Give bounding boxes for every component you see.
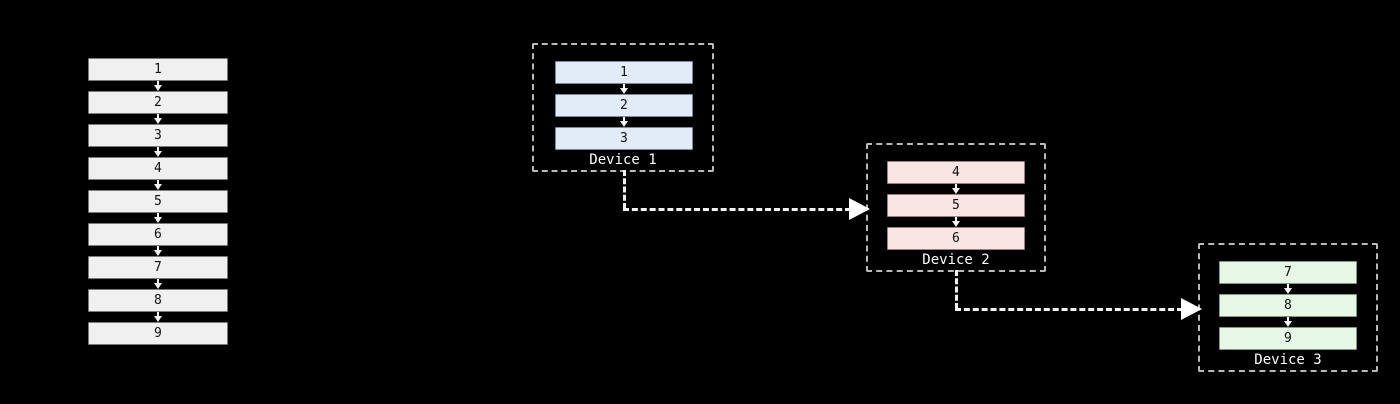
device-2-to-device-3-arrow-horizontal [955, 308, 1183, 311]
device-1-to-device-2-arrowhead [849, 198, 870, 220]
layer-label: 2 [153, 95, 163, 110]
layer-connector-arrow [623, 84, 625, 89]
layer-label: 8 [1283, 298, 1293, 313]
device-label-device-2: Device 2 [922, 252, 990, 268]
layer-label: 7 [153, 260, 163, 275]
layer-connector-arrowhead [154, 217, 162, 223]
layer-label: 5 [153, 194, 163, 209]
layer-connector-arrowhead [952, 188, 960, 194]
layer-box: 4 [887, 161, 1025, 184]
layer-connector-arrowhead [154, 85, 162, 91]
layer-label: 9 [1283, 331, 1293, 346]
layer-label: 2 [619, 98, 629, 113]
layer-label: 4 [951, 165, 961, 180]
layer-connector-arrowhead [1284, 321, 1292, 327]
layer-connector-arrowhead [154, 184, 162, 190]
layer-connector-arrowhead [154, 151, 162, 157]
layer-label: 3 [153, 128, 163, 143]
layer-label: 3 [619, 131, 629, 146]
layer-connector-arrow [157, 213, 159, 218]
layer-label: 9 [153, 326, 163, 341]
layer-box: 1 [555, 61, 693, 84]
layer-connector-arrow [157, 312, 159, 317]
layer-label: 8 [153, 293, 163, 308]
layer-connector-arrow [157, 114, 159, 119]
layer-connector-arrowhead [620, 121, 628, 127]
layer-label: 6 [153, 227, 163, 242]
layer-label: 6 [951, 231, 961, 246]
layer-box: 6 [887, 227, 1025, 250]
layer-connector-arrowhead [154, 118, 162, 124]
layer-connector-arrow [955, 184, 957, 189]
layer-box: 3 [88, 124, 228, 147]
layer-box: 8 [1219, 294, 1357, 317]
layer-connector-arrowhead [952, 221, 960, 227]
layer-box: 6 [88, 223, 228, 246]
device-2-to-device-3-arrowhead [1181, 298, 1202, 320]
layer-label: 1 [619, 65, 629, 80]
layer-box: 2 [88, 91, 228, 114]
layer-connector-arrow [157, 246, 159, 251]
device-1-to-device-2-arrow-vertical [623, 170, 626, 209]
layer-box: 1 [88, 58, 228, 81]
layer-label: 1 [153, 62, 163, 77]
layer-connector-arrowhead [154, 250, 162, 256]
layer-connector-arrow [157, 180, 159, 185]
layer-box: 7 [88, 256, 228, 279]
device-label-device-3: Device 3 [1254, 352, 1322, 368]
layer-box: 9 [88, 322, 228, 345]
device-2-to-device-3-arrow-vertical [955, 270, 958, 309]
layer-box: 4 [88, 157, 228, 180]
layer-connector-arrow [955, 217, 957, 222]
layer-connector-arrowhead [154, 316, 162, 322]
layer-box: 5 [88, 190, 228, 213]
layer-connector-arrow [157, 147, 159, 152]
layer-box: 8 [88, 289, 228, 312]
layer-connector-arrow [1287, 284, 1289, 289]
layer-box: 7 [1219, 261, 1357, 284]
layer-connector-arrow [1287, 317, 1289, 322]
layer-connector-arrow [157, 279, 159, 284]
layer-label: 7 [1283, 265, 1293, 280]
device-1-to-device-2-arrow-horizontal [623, 208, 851, 211]
layer-connector-arrow [623, 117, 625, 122]
layer-label: 5 [951, 198, 961, 213]
layer-box: 5 [887, 194, 1025, 217]
layer-box: 2 [555, 94, 693, 117]
device-label-device-1: Device 1 [589, 152, 657, 168]
layer-connector-arrowhead [620, 88, 628, 94]
layer-label: 4 [153, 161, 163, 176]
layer-connector-arrowhead [154, 283, 162, 289]
layer-box: 3 [555, 127, 693, 150]
layer-box: 9 [1219, 327, 1357, 350]
layer-connector-arrowhead [1284, 288, 1292, 294]
layer-connector-arrow [157, 81, 159, 86]
